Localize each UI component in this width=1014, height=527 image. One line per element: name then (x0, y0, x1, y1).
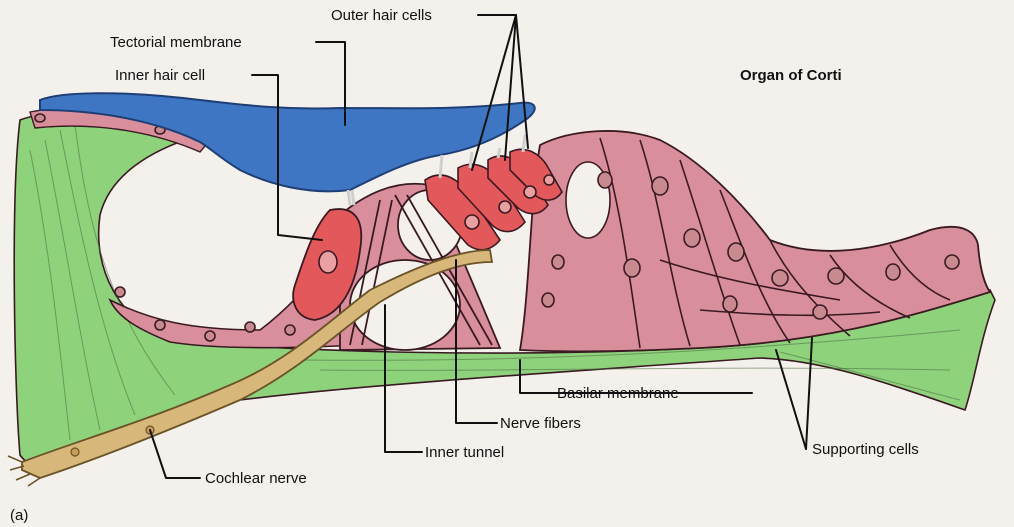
label-inner-hair-cell: Inner hair cell (115, 67, 205, 84)
label-tectorial-membrane: Tectorial membrane (110, 34, 242, 51)
label-outer-hair-cells: Outer hair cells (331, 7, 432, 24)
label-title: Organ of Corti (740, 67, 842, 84)
label-supporting-cells: Supporting cells (812, 441, 919, 458)
outer-hair-cell-nucleus (499, 201, 511, 213)
outer-hair-cell-nucleus (544, 175, 554, 185)
label-basilar-membrane: Basilar membrane (557, 385, 679, 402)
label-cochlear-nerve: Cochlear nerve (205, 470, 307, 487)
outer-hair-cell-nucleus (465, 215, 479, 229)
label-nerve-fibers: Nerve fibers (500, 415, 581, 432)
inner-hair-cell-nucleus (319, 251, 337, 273)
label-panel: (a) (10, 507, 28, 524)
label-inner-tunnel: Inner tunnel (425, 444, 504, 461)
nerve-node (71, 448, 79, 456)
outer-hair-cell-nucleus (524, 186, 536, 198)
